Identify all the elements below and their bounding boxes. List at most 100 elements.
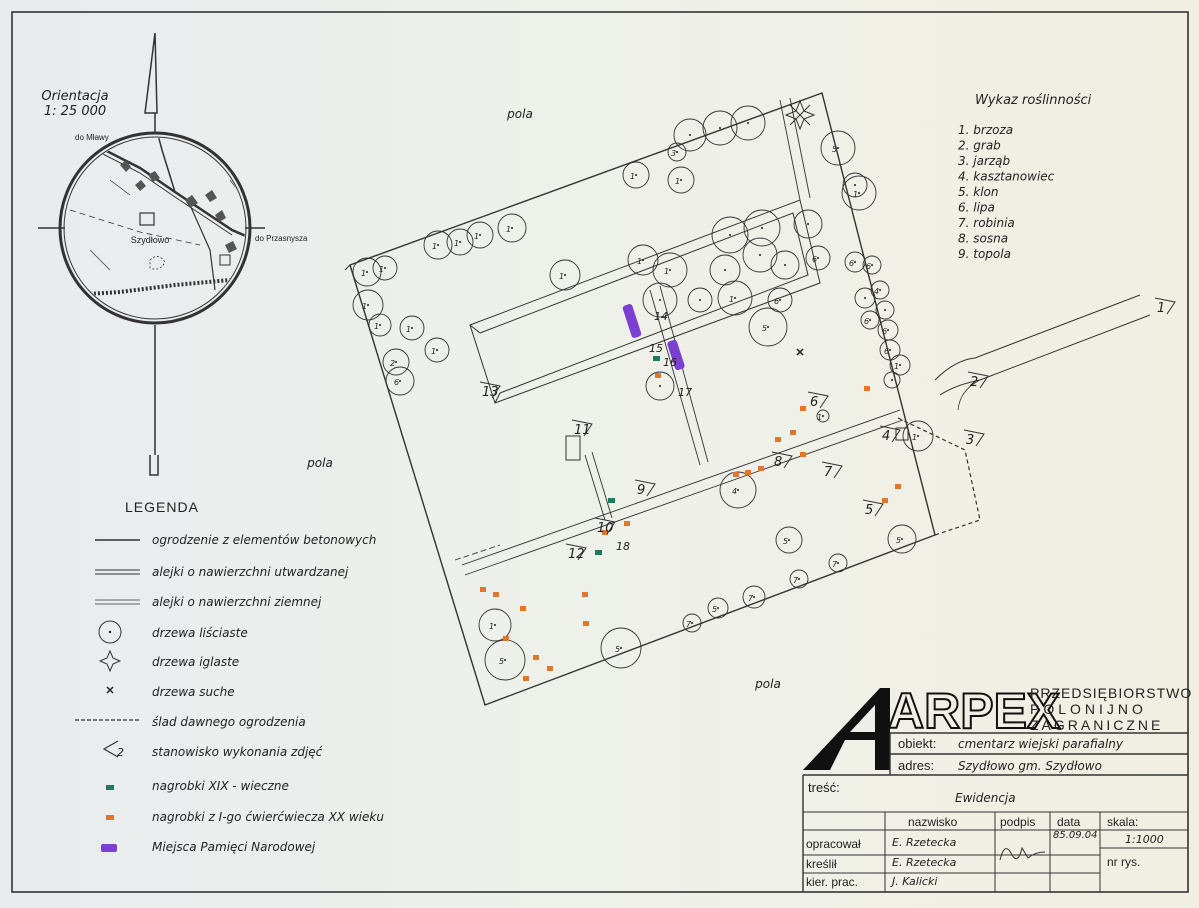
- tree-icon: [730, 105, 766, 141]
- grave-xx-century: [758, 466, 764, 471]
- tree-icon: 7: [828, 553, 848, 573]
- svg-text:1: 1: [1157, 301, 1165, 316]
- svg-text:5: 5: [896, 536, 901, 545]
- svg-text:4: 4: [732, 487, 737, 496]
- svg-text:2: 2: [970, 375, 978, 390]
- svg-text:5: 5: [832, 145, 837, 154]
- kreslil-name: E. Rzetecka: [892, 856, 957, 869]
- tree-icon: 4: [870, 280, 890, 300]
- drawing-date: 85.09.04: [1053, 830, 1098, 841]
- photo-station-icon: 5: [862, 499, 884, 518]
- col-podpis: podpis: [1000, 815, 1035, 829]
- tree-icon: 6: [844, 251, 866, 273]
- arpex-logo-icon: [803, 688, 890, 770]
- svg-text:7: 7: [748, 594, 754, 603]
- legend-item-label: alejki o nawierzchni ziemnej: [152, 595, 322, 609]
- svg-text:4: 4: [882, 429, 890, 444]
- grave-xix-century: [595, 550, 602, 555]
- svg-text:6: 6: [884, 347, 889, 356]
- svg-text:1: 1: [912, 433, 917, 442]
- svg-text:7: 7: [686, 620, 692, 629]
- tree-icon: [687, 287, 713, 313]
- plant-item: 5. klon: [958, 185, 999, 199]
- svg-text:1: 1: [853, 190, 858, 199]
- tresc-label: treść:: [808, 780, 840, 795]
- kreslil-label: kreślił: [806, 857, 837, 871]
- tree-icon: [642, 282, 678, 318]
- legend: LEGENDA 2 ogrodzenie z elementów betonow…: [75, 499, 384, 854]
- grave-xx-century: [800, 452, 806, 457]
- tree-icon: 1: [816, 409, 830, 423]
- legend-xx-grave-icon: [106, 815, 114, 820]
- plant-item: 7. robinia: [958, 216, 1015, 230]
- legend-dry-tree-icon: [106, 686, 114, 694]
- photo-station-icon: 4: [879, 425, 901, 444]
- tree-icon: [702, 110, 738, 146]
- col-nazwisko: nazwisko: [908, 815, 958, 829]
- tresc-value: Ewidencja: [955, 791, 1016, 805]
- grave-xx-century: [480, 587, 486, 592]
- svg-text:6: 6: [812, 255, 817, 264]
- opracowal-label: opracował: [806, 837, 861, 851]
- tree-icon: 1: [549, 259, 581, 291]
- tree-icon: 4: [719, 471, 757, 509]
- plant-item: 2. grab: [958, 139, 1001, 153]
- tree-icon: 7: [789, 569, 809, 589]
- legend-item-label: nagrobki XIX - wieczne: [152, 779, 289, 793]
- tree-icon: 1: [841, 175, 877, 211]
- legend-conifer-icon: [98, 649, 122, 673]
- dry-tree-icon: [796, 348, 804, 356]
- inset-road-north: do Mławy: [75, 133, 109, 142]
- tree-icon: 5: [748, 307, 788, 347]
- svg-text:12: 12: [568, 547, 585, 562]
- grave-xx-century: [864, 386, 870, 391]
- title-block: ARPEX PRZEDSIĘBIORSTWO POLONIJNO ZAGRANI…: [802, 682, 1191, 892]
- tree-icon: [854, 287, 876, 309]
- tree-icon: 5: [707, 597, 729, 619]
- memorial-num: 15: [649, 342, 663, 355]
- obiekt-label: obiekt:: [898, 736, 936, 751]
- legend-item-label: drzewa liściaste: [152, 626, 248, 640]
- memorial-site: [667, 339, 685, 371]
- photo-station-icon: 1: [1154, 297, 1176, 316]
- legend-xix-grave-icon: [106, 785, 114, 790]
- grave-xx-century: [800, 406, 806, 411]
- grave-xx-century: [745, 470, 751, 475]
- tree-icon: 1: [717, 280, 753, 316]
- svg-text:1: 1: [489, 622, 494, 631]
- tree-icon: 1: [424, 337, 450, 363]
- svg-text:1: 1: [729, 295, 734, 304]
- field-label-bottom: pola: [754, 677, 781, 691]
- svg-text:1: 1: [894, 362, 899, 371]
- grave-xx-century: [583, 621, 589, 626]
- svg-text:1: 1: [506, 225, 511, 234]
- company-line-3: ZAGRANICZNE: [1030, 717, 1163, 733]
- tree-icon: 5: [484, 639, 526, 681]
- opracowal-name: E. Rzetecka: [892, 836, 957, 849]
- svg-text:1: 1: [454, 239, 459, 248]
- tree-icon: [742, 237, 778, 273]
- tree-icon: 6: [879, 339, 901, 361]
- svg-text:3: 3: [671, 149, 676, 158]
- photo-station-icon: 13: [479, 381, 501, 400]
- plant-item: 6. lipa: [958, 201, 995, 215]
- photo-station-icon: 12: [565, 543, 587, 562]
- inset-map: [69, 138, 245, 297]
- tree-icon: 1: [423, 230, 453, 260]
- photo-station-icon: 3: [963, 429, 985, 448]
- memorial-num: 18: [616, 540, 630, 553]
- tree-icon: 7: [682, 613, 702, 633]
- svg-text:1: 1: [817, 413, 822, 422]
- grave-xx-century: [775, 437, 781, 442]
- plant-item: 3. jarząb: [958, 154, 1011, 168]
- photo-station-icon: 7: [821, 461, 843, 480]
- svg-text:5: 5: [615, 645, 620, 654]
- legend-station-icon: [102, 740, 119, 758]
- skala-value: 1:1000: [1125, 833, 1164, 846]
- svg-text:1: 1: [559, 272, 564, 281]
- grave-xx-century: [790, 430, 796, 435]
